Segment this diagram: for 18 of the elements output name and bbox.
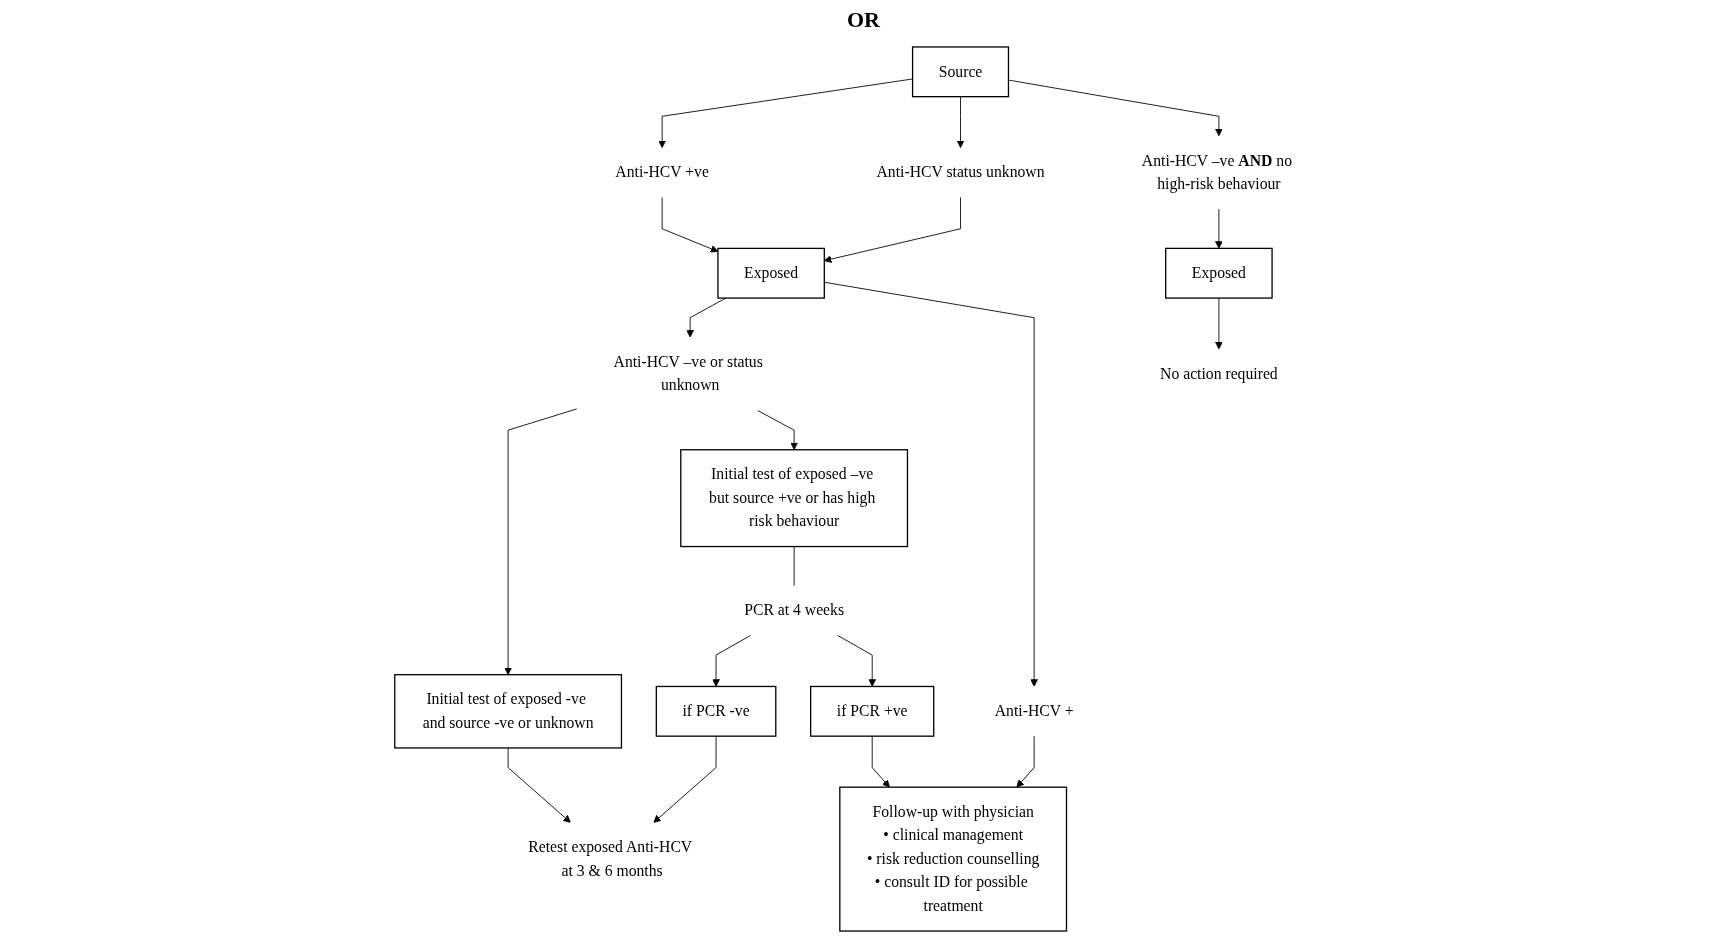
node-text: Retest exposed Anti-HCV at 3 & 6 months (528, 838, 692, 880)
node-text: Anti-HCV status unknown (876, 163, 1045, 181)
node-box: Exposed (1165, 247, 1273, 299)
node-text: Anti-HCV +ve (615, 163, 709, 181)
node-text: Anti-HCV –ve or status unknown (613, 352, 763, 394)
node-text: PCR at 4 weeks (744, 601, 845, 619)
node-text: Anti-HCV –ve AND no high-risk behaviour (1141, 151, 1292, 193)
node-box: Initial test of exposed –ve but source +ve or has high risk behaviour (680, 449, 909, 548)
node-text: Anti-HCV + (994, 702, 1074, 720)
node-text: No action required (1160, 364, 1278, 383)
node-box: if PCR +ve (810, 685, 935, 737)
node-box: Follow-up with physician • clinical management • risk reduction counselling • consult ID for possible treatment (839, 786, 1068, 932)
node-box: Source (911, 46, 1010, 98)
node-box: Initial test of exposed -ve and source -ve or unknown (394, 674, 623, 749)
node-box: if PCR -ve (655, 685, 777, 737)
node-box: Exposed (717, 247, 825, 299)
connector (793, 546, 795, 587)
note-label: OR (847, 7, 880, 33)
